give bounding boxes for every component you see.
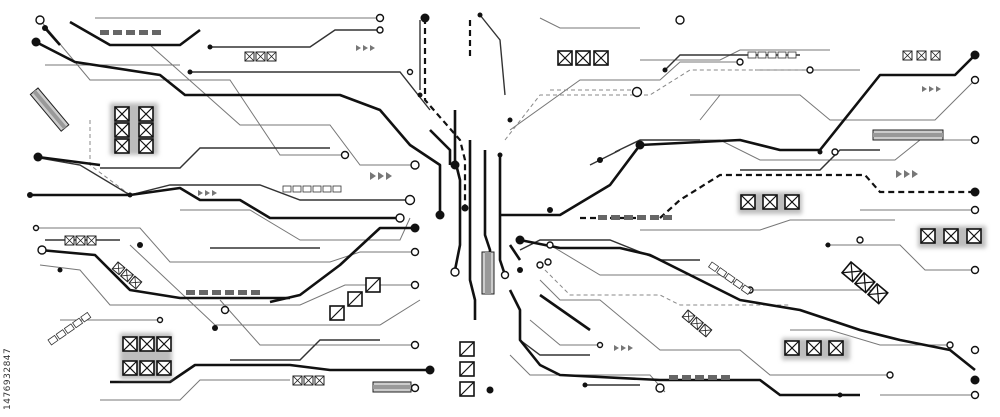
- chip-group-top-center: [557, 50, 609, 66]
- hollow-dots: [32, 13, 980, 400]
- chip-group-left-top: [110, 103, 158, 155]
- chip-group-left-bottom: [120, 333, 172, 379]
- dash-bars: [100, 30, 730, 380]
- chip-group-center-right: [738, 192, 802, 214]
- rotated-chips-right: [841, 261, 889, 305]
- solid-dots: [27, 12, 980, 398]
- rotated-chips-center-right: [681, 309, 713, 338]
- arrow-chevrons: [198, 45, 941, 351]
- diag-chips-bottom: [459, 341, 475, 397]
- chip-group-right: [918, 226, 986, 248]
- connector-strips: [29, 87, 944, 393]
- chip-group-bottom-right: [782, 338, 850, 360]
- chip-group-top-right: [902, 50, 941, 61]
- diag-chips-left: [329, 277, 381, 321]
- stock-id-caption: 1476932847: [3, 347, 13, 410]
- thick-dashed-traces: [423, 18, 975, 220]
